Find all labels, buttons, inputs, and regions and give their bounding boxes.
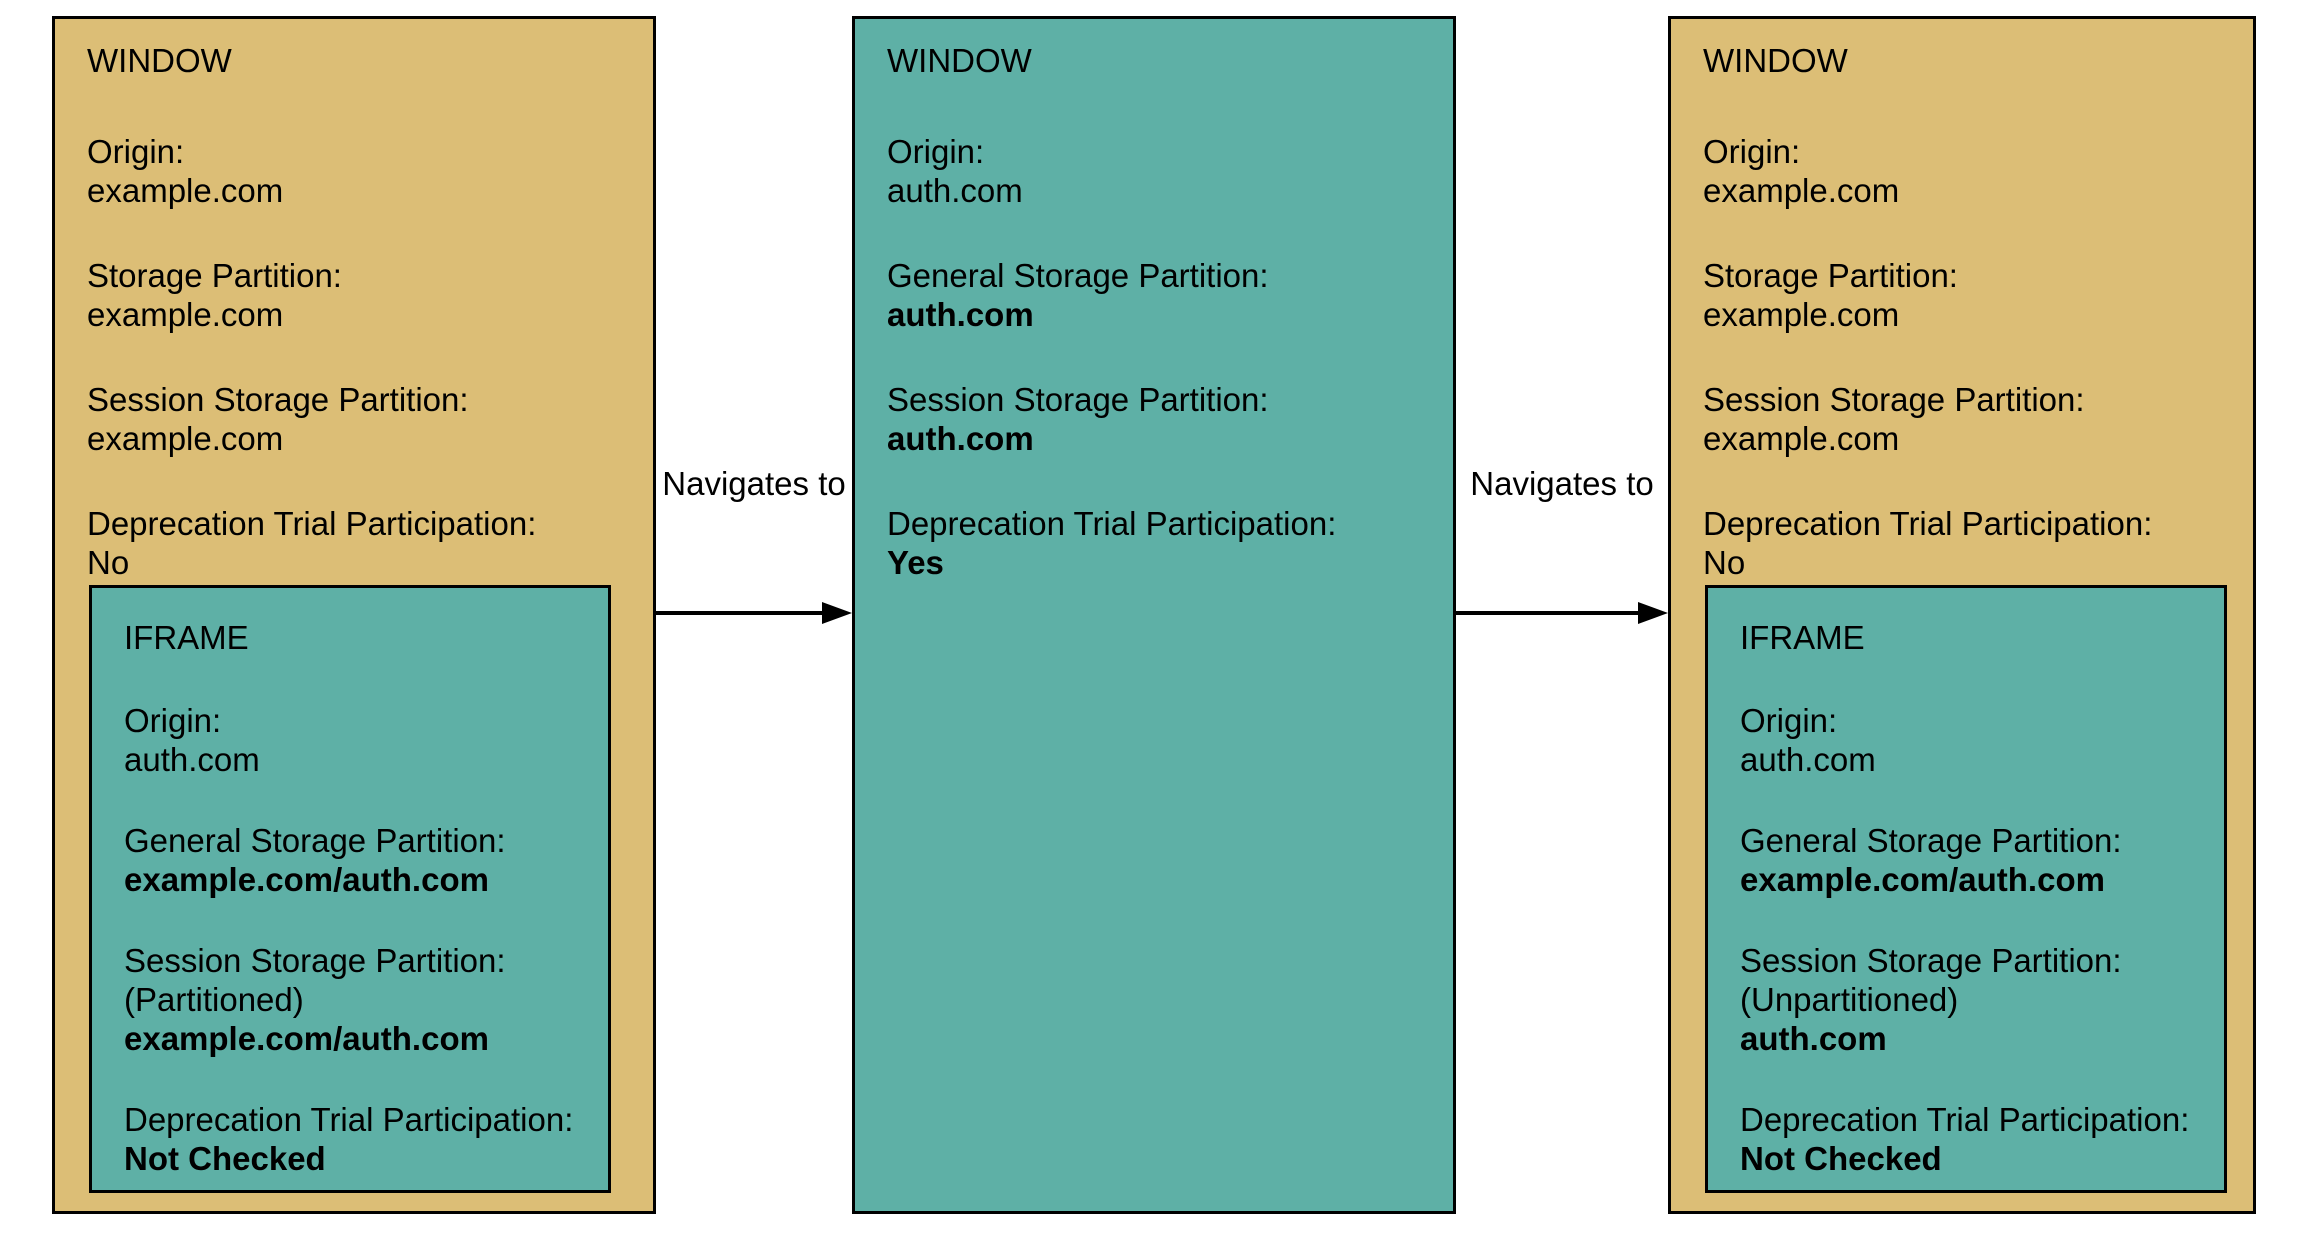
window-box-3: WINDOW Origin: example.com Storage Parti… — [1668, 16, 2256, 1214]
window-box-1: WINDOW Origin: example.com Storage Parti… — [52, 16, 656, 1214]
field-value: No — [1703, 544, 1746, 581]
window-1-title: WINDOW — [87, 42, 232, 79]
field-label: Origin: — [1740, 702, 1838, 739]
window-2-field-deprecation-trial: Deprecation Trial Participation: Yes — [887, 504, 1429, 582]
field-label: Deprecation Trial Participation: — [887, 505, 1337, 542]
window-3-field-session-storage-partition: Session Storage Partition: example.com — [1703, 380, 2229, 458]
field-label: General Storage Partition: — [124, 822, 506, 859]
field-label: Deprecation Trial Participation: — [1703, 505, 2153, 542]
window-2-content: WINDOW Origin: auth.com General Storage … — [855, 19, 1453, 582]
iframe-box-3: IFRAME Origin: auth.com General Storage … — [1705, 585, 2227, 1193]
iframe-3-field-deprecation-trial: Deprecation Trial Participation: Not Che… — [1740, 1100, 2200, 1178]
window-1-field-deprecation-trial: Deprecation Trial Participation: No — [87, 504, 629, 582]
field-label: Session Storage Partition: — [124, 942, 506, 979]
window-2-field-origin: Origin: auth.com — [887, 132, 1429, 210]
window-1-field-session-storage-partition: Session Storage Partition: example.com — [87, 380, 629, 458]
field-label: Session Storage Partition: — [887, 381, 1269, 418]
field-label: General Storage Partition: — [887, 257, 1269, 294]
field-value: example.com — [87, 172, 284, 209]
field-label: Deprecation Trial Participation: — [87, 505, 537, 542]
arrowhead-right-icon — [1638, 602, 1668, 624]
window-1-field-storage-partition: Storage Partition: example.com — [87, 256, 629, 334]
window-box-2: WINDOW Origin: auth.com General Storage … — [852, 16, 1456, 1214]
field-value: Yes — [887, 544, 944, 581]
field-label: General Storage Partition: — [1740, 822, 2122, 859]
field-value: example.com — [1703, 420, 1900, 457]
arrow-1-line — [656, 611, 826, 615]
iframe-3-title: IFRAME — [1740, 619, 1865, 656]
field-label: Deprecation Trial Participation: — [124, 1101, 574, 1138]
field-value: example.com/auth.com — [124, 861, 489, 898]
window-2-field-general-storage-partition: General Storage Partition: auth.com — [887, 256, 1429, 334]
field-label: Session Storage Partition: — [1703, 381, 2085, 418]
iframe-3-content: IFRAME Origin: auth.com General Storage … — [1708, 588, 2224, 1178]
window-1-field-origin: Origin: example.com — [87, 132, 629, 210]
field-value: auth.com — [1740, 1020, 1887, 1057]
field-label: Session Storage Partition: — [87, 381, 469, 418]
field-label: Origin: — [124, 702, 222, 739]
field-value: auth.com — [887, 420, 1034, 457]
field-value: example.com/auth.com — [1740, 861, 2105, 898]
field-note: (Unpartitioned) — [1740, 981, 1959, 1018]
window-3-field-origin: Origin: example.com — [1703, 132, 2229, 210]
iframe-3-field-session-storage-partition: Session Storage Partition: (Unpartitione… — [1740, 941, 2200, 1058]
iframe-1-content: IFRAME Origin: auth.com General Storage … — [92, 588, 608, 1178]
field-value: auth.com — [1740, 741, 1876, 778]
iframe-1-field-origin: Origin: auth.com — [124, 701, 584, 779]
field-value: auth.com — [124, 741, 260, 778]
iframe-1-field-deprecation-trial: Deprecation Trial Participation: Not Che… — [124, 1100, 584, 1178]
field-value: example.com — [1703, 172, 1900, 209]
field-value: Not Checked — [1740, 1140, 1942, 1177]
field-label: Storage Partition: — [1703, 257, 1958, 294]
field-value: Not Checked — [124, 1140, 326, 1177]
window-3-content: WINDOW Origin: example.com Storage Parti… — [1671, 19, 2253, 582]
field-label: Origin: — [87, 133, 185, 170]
navigates-to-label-1: Navigates to — [662, 465, 846, 502]
window-3-title: WINDOW — [1703, 42, 1848, 79]
field-label: Session Storage Partition: — [1740, 942, 2122, 979]
window-2-title: WINDOW — [887, 42, 1032, 79]
iframe-1-field-general-storage-partition: General Storage Partition: example.com/a… — [124, 821, 584, 899]
navigates-to-label-2: Navigates to — [1470, 465, 1654, 502]
iframe-box-1: IFRAME Origin: auth.com General Storage … — [89, 585, 611, 1193]
window-2-field-session-storage-partition: Session Storage Partition: auth.com — [887, 380, 1429, 458]
iframe-1-title: IFRAME — [124, 619, 249, 656]
field-label: Origin: — [887, 133, 985, 170]
field-label: Deprecation Trial Participation: — [1740, 1101, 2190, 1138]
field-note: (Partitioned) — [124, 981, 304, 1018]
field-value: example.com — [87, 296, 284, 333]
field-value: auth.com — [887, 172, 1023, 209]
field-value: example.com — [87, 420, 284, 457]
window-1-content: WINDOW Origin: example.com Storage Parti… — [55, 19, 653, 582]
arrow-2-line — [1456, 611, 1642, 615]
field-value: No — [87, 544, 130, 581]
arrowhead-right-icon — [822, 602, 852, 624]
field-label: Origin: — [1703, 133, 1801, 170]
iframe-3-field-general-storage-partition: General Storage Partition: example.com/a… — [1740, 821, 2200, 899]
field-value: example.com — [1703, 296, 1900, 333]
field-label: Storage Partition: — [87, 257, 342, 294]
iframe-3-field-origin: Origin: auth.com — [1740, 701, 2200, 779]
window-3-field-storage-partition: Storage Partition: example.com — [1703, 256, 2229, 334]
iframe-1-field-session-storage-partition: Session Storage Partition: (Partitioned)… — [124, 941, 584, 1058]
field-value: auth.com — [887, 296, 1034, 333]
field-value: example.com/auth.com — [124, 1020, 489, 1057]
window-3-field-deprecation-trial: Deprecation Trial Participation: No — [1703, 504, 2229, 582]
